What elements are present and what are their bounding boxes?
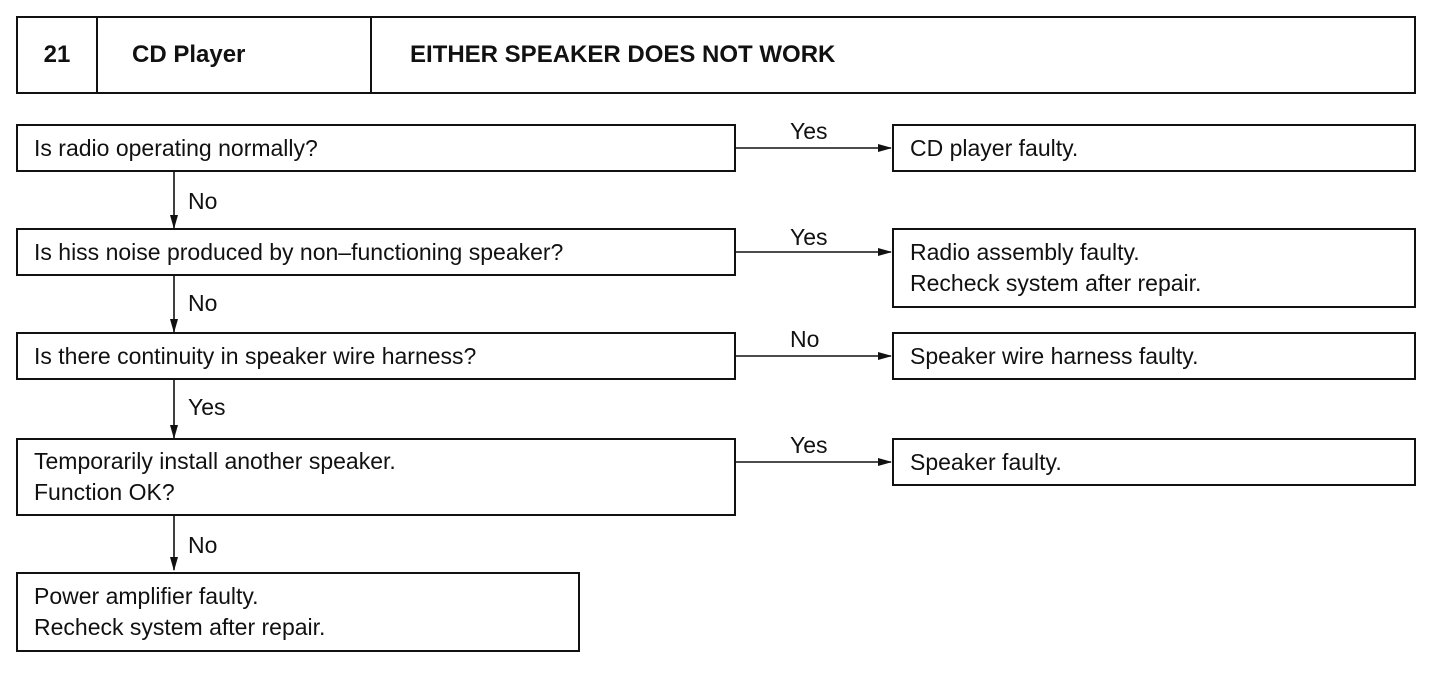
result-text: CD player faulty. — [910, 134, 1079, 161]
question-text: Function OK? — [34, 479, 175, 505]
result-text: Speaker wire harness faulty. — [910, 342, 1199, 369]
branch-label-2: Yes — [790, 224, 828, 250]
symptom-title: EITHER SPEAKER DOES NOT WORK — [410, 41, 836, 68]
branch-label-4: Yes — [790, 432, 828, 458]
result-text: Speaker faulty. — [910, 448, 1062, 475]
question-box-3: Is there continuity in speaker wire harn… — [16, 332, 736, 380]
next-label-4: No — [188, 532, 218, 558]
result-box-1: CD player faulty. — [892, 124, 1416, 172]
question-box-1: Is radio operating normally? — [16, 124, 736, 172]
result-text: Radio assembly faulty. — [910, 239, 1140, 265]
result-box-3: Speaker wire harness faulty. — [892, 332, 1416, 380]
question-box-4: Temporarily install another speaker. Fun… — [16, 438, 736, 516]
next-label-2: No — [188, 290, 218, 316]
result-text: Recheck system after repair. — [910, 270, 1202, 296]
result-box-4: Speaker faulty. — [892, 438, 1416, 486]
diagram-number: 21 — [18, 18, 98, 92]
final-result-box: Power amplifier faulty. Recheck system a… — [16, 572, 580, 652]
result-box-2: Radio assembly faulty. Recheck system af… — [892, 228, 1416, 308]
diagram-header: 21 CD Player EITHER SPEAKER DOES NOT WOR… — [16, 16, 1416, 94]
final-result-text: Power amplifier faulty. — [34, 583, 259, 609]
question-text: Is hiss noise produced by non–functionin… — [34, 238, 564, 265]
branch-label-3: No — [790, 326, 820, 352]
system-name: CD Player — [98, 18, 372, 92]
question-text: Is there continuity in speaker wire harn… — [34, 342, 477, 369]
next-label-1: No — [188, 188, 218, 214]
branch-label-1: Yes — [790, 118, 828, 144]
question-text: Is radio operating normally? — [34, 134, 318, 161]
next-label-3: Yes — [188, 394, 226, 420]
question-text: Temporarily install another speaker. — [34, 448, 396, 474]
final-result-text: Recheck system after repair. — [34, 614, 326, 640]
question-box-2: Is hiss noise produced by non–functionin… — [16, 228, 736, 276]
